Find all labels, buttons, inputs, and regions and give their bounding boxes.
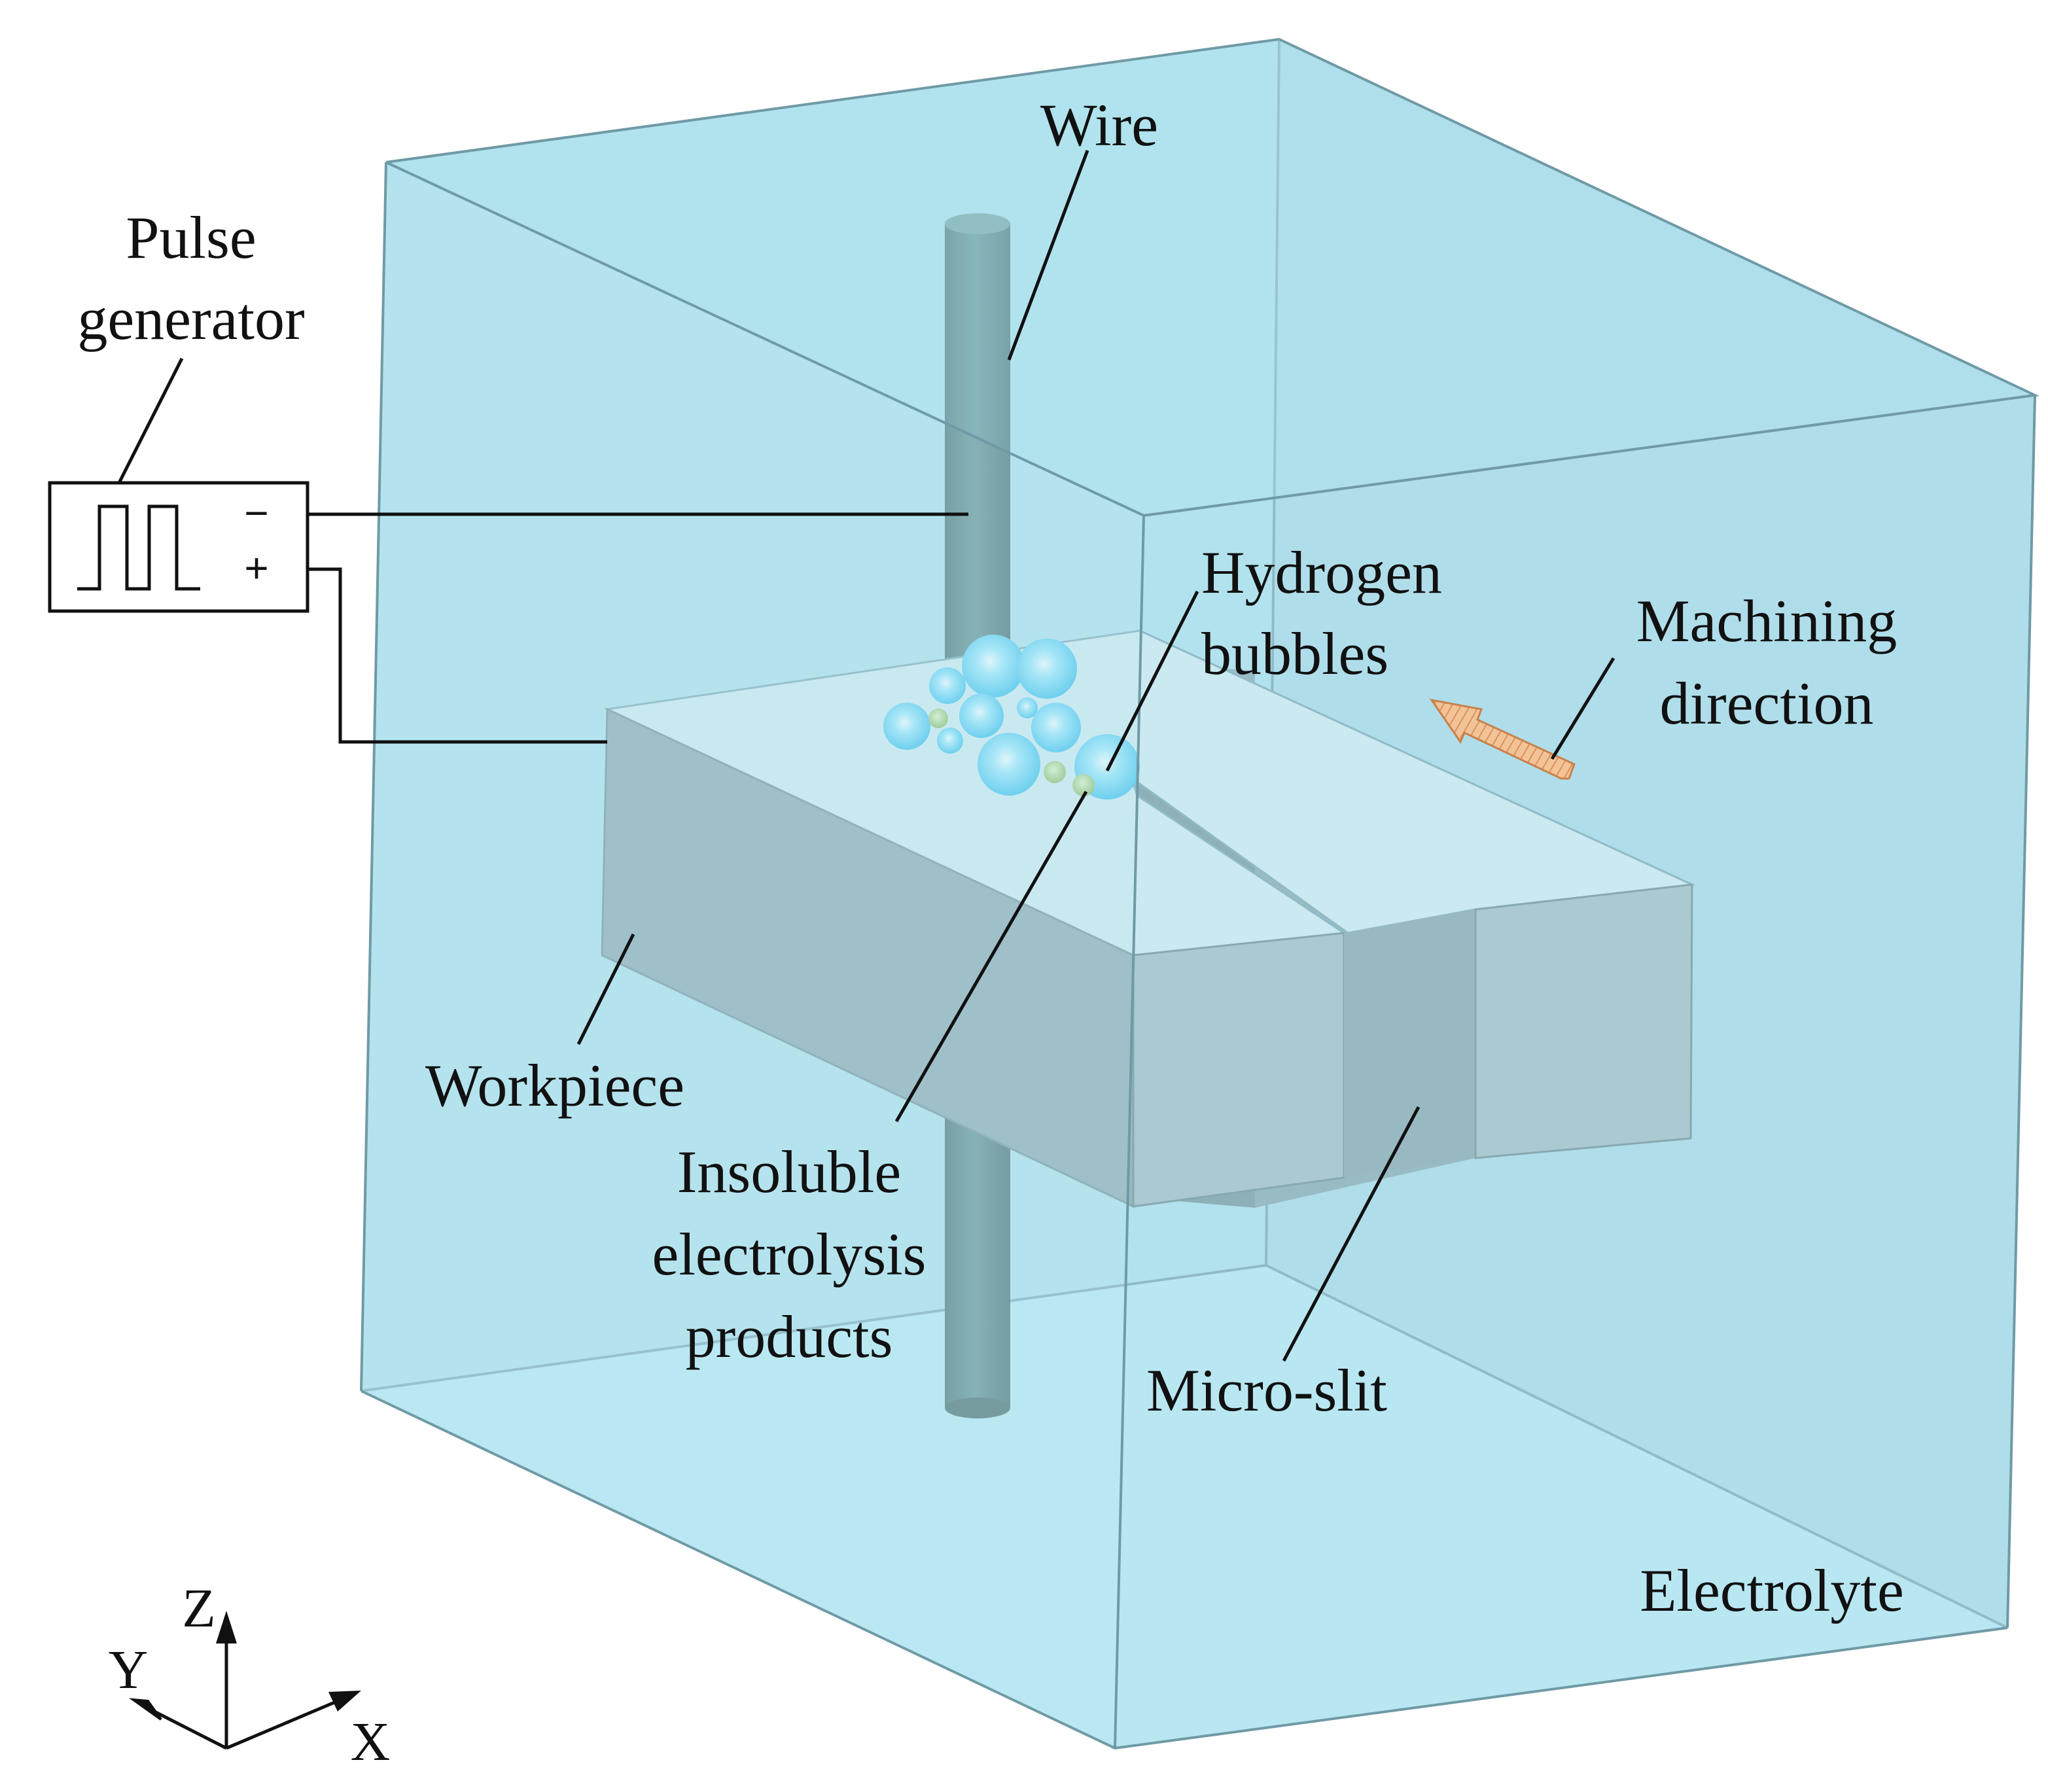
tank-front-left-face: [361, 162, 1144, 1748]
electrolyte-tank-front: [360, 37, 2039, 1750]
y-axis-label: Y: [109, 1640, 149, 1700]
hydrogen-bubbles-leader: [1105, 590, 1199, 772]
positive-terminal-label: +: [244, 544, 268, 591]
hydrogen-bubbles-label-line-1: Hydrogen: [1201, 539, 1442, 606]
z-axis-label: Z: [182, 1578, 215, 1639]
micro-slit-label: Micro-slit: [1146, 1357, 1387, 1424]
micro-slit-leader: [1282, 1106, 1421, 1362]
workpiece-right-end-face: [1474, 883, 1693, 1159]
electrolyte-label: Electrolyte: [1640, 1557, 1904, 1624]
y-axis-line: [153, 1710, 228, 1750]
workpiece-leader: [576, 933, 635, 1045]
tank-left-vertical-edge: [360, 162, 387, 1392]
tank-bottom-front-edges: [361, 1390, 2008, 1750]
negative-terminal-label: −: [244, 489, 268, 536]
tank-front-right-face: [1115, 395, 2035, 1748]
coordinate-axes: Z Y X: [109, 1578, 391, 1772]
pulse-generator-leader: [117, 357, 184, 484]
axis-arrow-icon: [216, 1611, 237, 1643]
x-axis-line: [226, 1699, 338, 1750]
hydrogen-bubbles-label-line-2: bubbles: [1201, 620, 1388, 687]
machining-direction-arrow-icon: [1429, 698, 1576, 780]
workpiece-right-front-face: [1344, 909, 1475, 1178]
pulse-generator-label-line-1: Pulse: [126, 204, 256, 271]
leader-lines: [117, 150, 1615, 1362]
tank-back-bottom-edge-right: [1265, 1264, 2008, 1629]
tank-front-vertical-edge: [1114, 515, 1145, 1749]
pulse-generator-box: [48, 481, 309, 613]
machining-direction-label-line-2: direction: [1660, 670, 1874, 737]
insoluble-products-label-line-2: electrolysis: [652, 1221, 927, 1288]
tank-top-face: [386, 39, 2035, 516]
wire-leader: [1007, 150, 1089, 360]
positive-wire-lead: [308, 567, 607, 744]
machining-direction-leader: [1550, 657, 1615, 760]
insoluble-products-leader: [894, 790, 1088, 1123]
tank-right-vertical-edge: [2006, 395, 2036, 1628]
x-axis-label: X: [351, 1712, 391, 1772]
insoluble-products-label-line-1: Insoluble: [677, 1138, 901, 1205]
wire-label: Wire: [1040, 92, 1158, 158]
pulse-generator-label-line-2: generator: [77, 285, 304, 352]
machining-direction-label-line-1: Machining: [1636, 588, 1898, 654]
workpiece-label: Workpiece: [425, 1052, 684, 1119]
pulse-generator: − +: [48, 481, 309, 613]
labels: Wire Pulse generator Hydrogen bubbles Ma…: [77, 92, 1903, 1624]
pulse-waveform-icon: [77, 504, 200, 591]
axis-arrow-icon: [328, 1691, 361, 1712]
axis-arrow-icon: [128, 1698, 162, 1721]
insoluble-products-label-line-3: products: [686, 1303, 893, 1370]
